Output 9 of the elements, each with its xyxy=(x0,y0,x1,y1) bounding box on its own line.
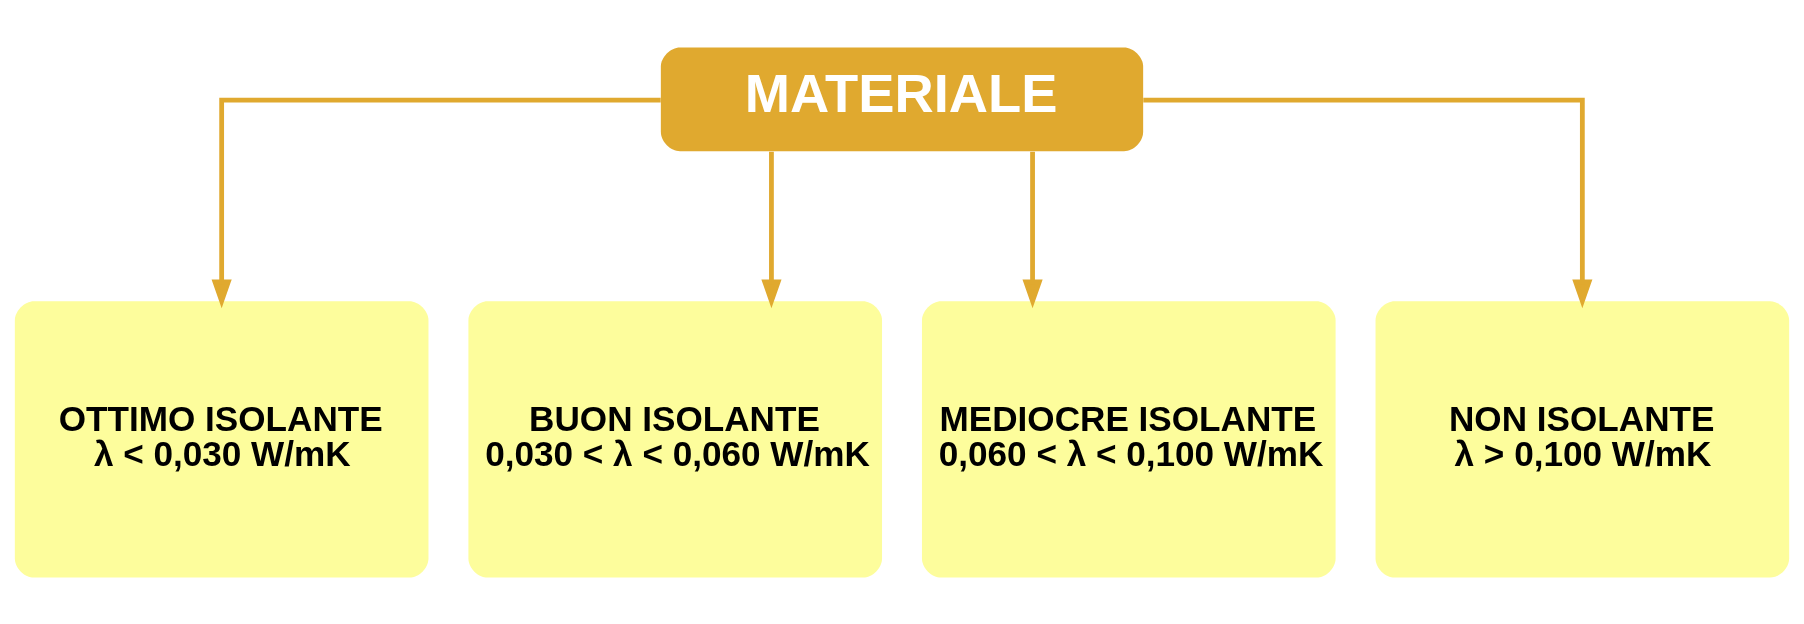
arrow xyxy=(1143,97,1593,308)
node-box: MATERIALE xyxy=(660,46,1144,151)
node-box: OTTIMO ISOLANTE λ < 0,030 W/mK xyxy=(14,300,429,578)
node-box: MEDIOCRE ISOLANTE 0,060 < λ < 0,100 W/mK xyxy=(921,300,1336,578)
arrow xyxy=(211,97,661,308)
node-box: BUON ISOLANTE 0,030 < λ < 0,060 W/mK xyxy=(468,300,883,578)
arrow xyxy=(761,151,782,308)
node-box: NON ISOLANTE λ > 0,100 W/mK xyxy=(1375,300,1790,578)
arrow xyxy=(1022,151,1043,308)
